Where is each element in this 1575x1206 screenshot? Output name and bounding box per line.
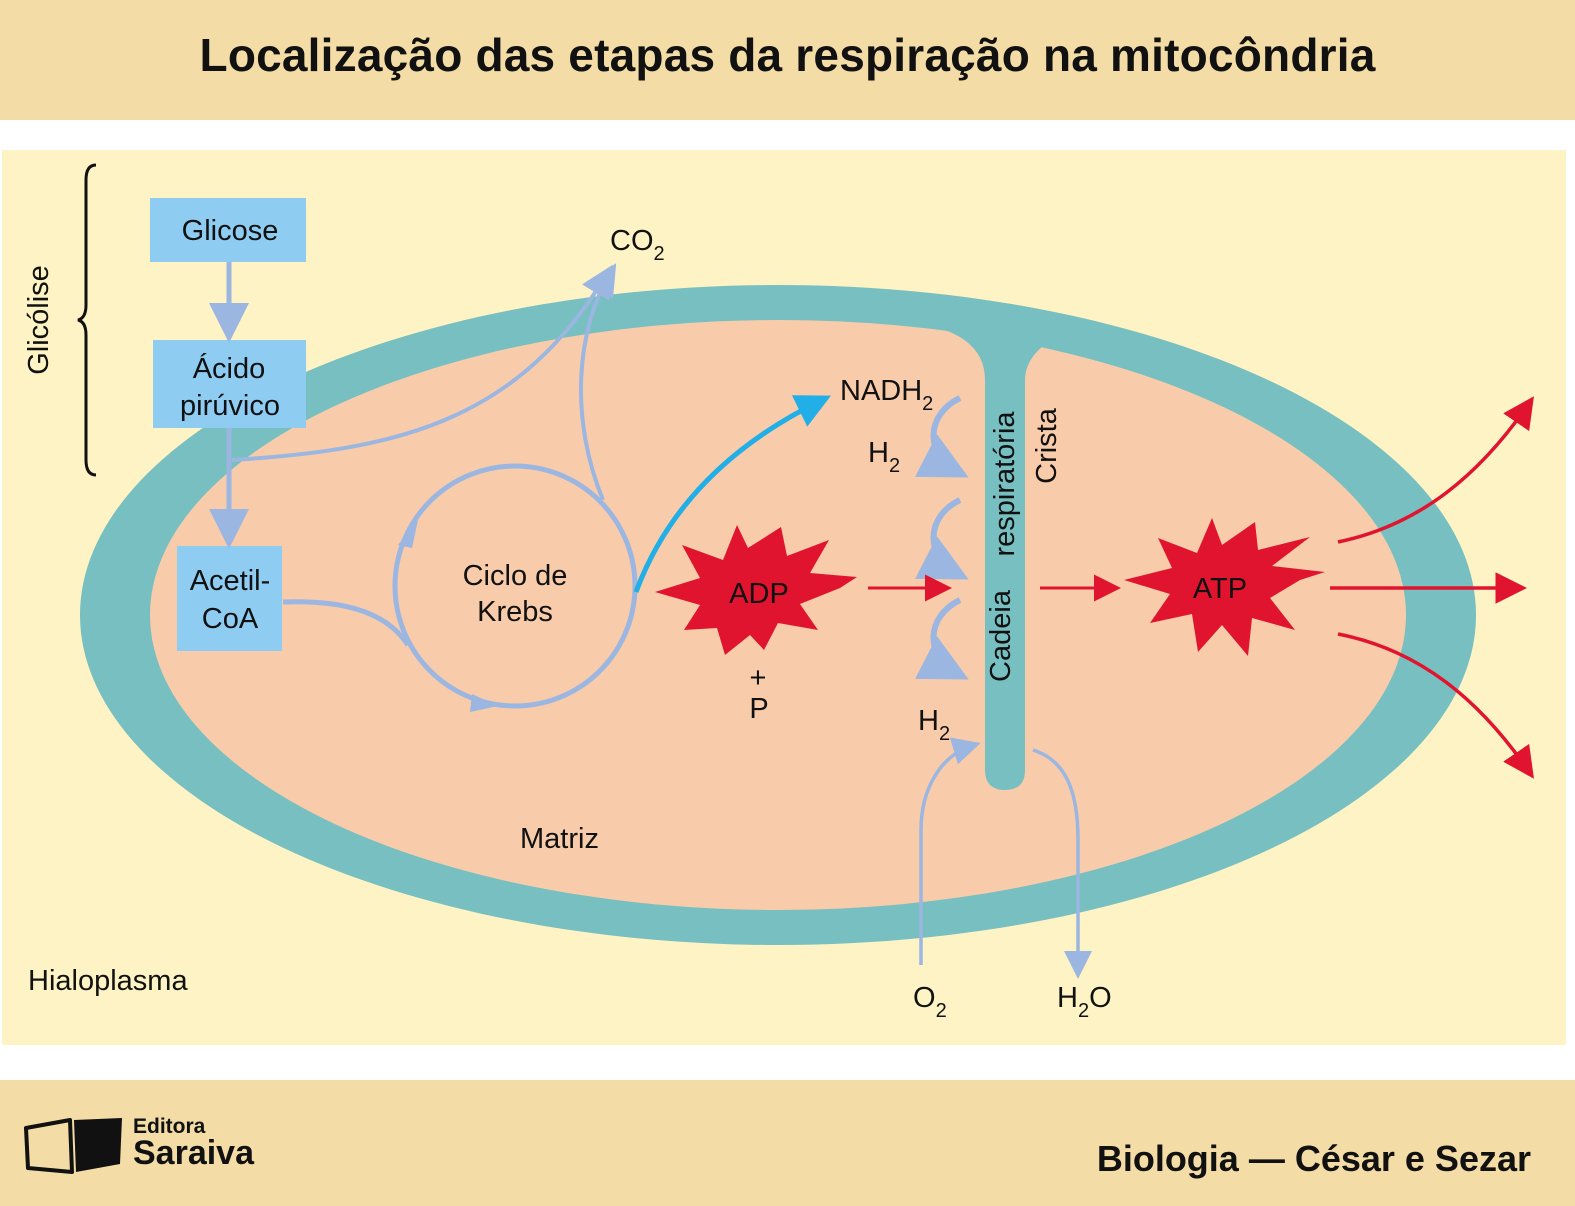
crista [945,330,1070,790]
cadeia-label: Cadeia [985,589,1017,682]
h2o-label: H2O [1057,982,1112,1022]
krebs-label-2: Krebs [477,596,553,628]
krebs-label-1: Ciclo de [463,560,568,592]
publisher-name-line1: Editora [133,1115,206,1138]
arrow-krebs-to-co2 [579,263,617,501]
atp-label: ATP [1193,573,1247,605]
glicose-box [150,198,306,262]
o2-label: O2 [913,982,947,1022]
chain-arrow-2 [915,497,969,580]
co2-label: CO2 [610,225,665,265]
adp-label: ADP [729,578,789,610]
page-title: Localização das etapas da respiração na … [199,29,1376,81]
arrow-krebs-to-nadh [633,395,831,593]
hialoplasma-label: Hialoplasma [28,965,188,997]
arrow-acido-to-co2 [231,265,613,462]
arrow-o2-to-chain [919,737,981,965]
h2-bottom-label: H2 [918,705,950,745]
glicose-label: Glicose [182,215,279,247]
header-band: Localização das etapas da respiração na … [0,0,1575,120]
atp-burst [1124,518,1325,656]
krebs-arrowhead-left [398,520,418,548]
crista-label: Crista [1031,407,1063,484]
chain-arrow-1 [915,395,969,478]
acido-label-1: Ácido [193,352,266,385]
acido-piruvico-box [153,340,306,428]
acetil-coa-box [177,546,282,651]
book-credit: Biologia — César e Sezar [1096,1138,1531,1179]
p-label: P [749,693,768,725]
acetil-label-2: CoA [202,603,259,635]
plus-label: + [750,662,767,694]
book-icon [24,1118,122,1174]
chain-arrow-3 [915,597,969,680]
publisher-name-line2: Saraiva [133,1134,254,1172]
nadh-label: NADH2 [840,375,933,415]
h2-top-label: H2 [868,437,900,477]
footer-band [0,1080,1575,1206]
krebs-cycle-circle [392,463,638,709]
acido-label-2: pirúvico [180,390,280,422]
atp-arrow-down [1337,632,1534,779]
krebs-arrowhead-bottom [470,694,498,712]
glicolise-bracket [77,163,97,477]
glicolise-label: Glicólise [23,265,55,375]
atp-arrow-up [1337,396,1534,544]
matriz-label: Matriz [520,823,599,855]
adp-burst [655,525,857,655]
respiratoria-label: respiratória [989,411,1021,557]
arrow-chain-to-h2o [1032,748,1092,979]
acetil-label-1: Acetil- [190,565,271,597]
arrow-acetil-to-krebs [282,599,411,647]
